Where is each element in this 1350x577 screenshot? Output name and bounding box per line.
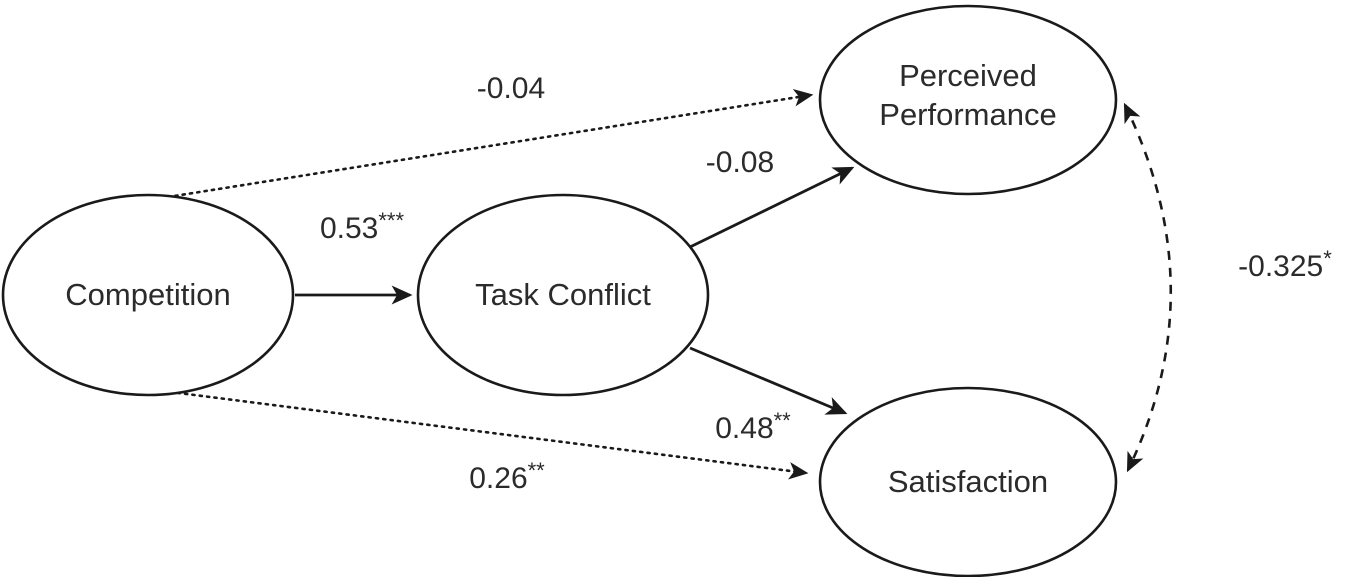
edge-stars-perceived-performance-satisfaction: * <box>1323 246 1332 271</box>
edge-perceived-performance-satisfaction-covariance: -0.325* <box>1123 102 1332 473</box>
edge-label-competition-perceived-performance: -0.04 <box>477 72 545 105</box>
edge-line-task-conflict-perceived-performance <box>689 166 855 249</box>
edge-task-conflict-to-perceived-performance: -0.08 <box>689 146 855 249</box>
node-satisfaction-label: Satisfaction <box>888 464 1048 499</box>
edge-label-competition-task-conflict: 0.53*** <box>320 208 405 245</box>
edge-label-competition-satisfaction: 0.26** <box>469 458 545 495</box>
edge-task-conflict-to-satisfaction: 0.48** <box>689 346 848 445</box>
edge-coefficient-task-conflict-satisfaction: 0.48 <box>715 412 773 445</box>
edge-line-competition-perceived-performance <box>166 89 814 199</box>
edge-stars-competition-task-conflict: *** <box>378 208 404 233</box>
node-satisfaction-shape[interactable] <box>818 386 1118 577</box>
node-competition-shape[interactable] <box>1 193 295 397</box>
edge-stars-competition-satisfaction: ** <box>528 458 546 483</box>
edge-competition-to-satisfaction: 0.26** <box>161 389 809 495</box>
node-perceived-performance-label-line1: Perceived <box>899 58 1037 93</box>
node-perceived-performance-shape[interactable] <box>818 4 1118 196</box>
edge-line-task-conflict-satisfaction <box>689 346 848 415</box>
edge-coefficient-perceived-performance-satisfaction: -0.325 <box>1238 250 1323 283</box>
node-task-conflict-shape[interactable] <box>416 193 710 397</box>
edge-coefficient-competition-perceived-performance: -0.04 <box>477 72 545 105</box>
edge-line-competition-satisfaction <box>161 389 809 480</box>
edge-coefficient-competition-task-conflict: 0.53 <box>320 212 378 245</box>
node-perceived-performance[interactable]: Perceived Performance <box>818 4 1118 196</box>
edge-label-task-conflict-perceived-performance: -0.08 <box>706 146 774 179</box>
edge-label-task-conflict-satisfaction: 0.48** <box>715 408 791 445</box>
node-competition[interactable]: Competition <box>1 193 295 397</box>
edge-stars-task-conflict-satisfaction: ** <box>774 408 792 433</box>
node-satisfaction[interactable]: Satisfaction <box>818 386 1118 577</box>
edge-line-perceived-performance-satisfaction <box>1123 102 1173 473</box>
edge-label-perceived-performance-satisfaction: -0.325* <box>1238 246 1332 283</box>
edge-competition-to-perceived-performance: -0.04 <box>166 72 814 199</box>
edge-competition-to-task-conflict: 0.53*** <box>295 208 413 305</box>
edge-coefficient-task-conflict-perceived-performance: -0.08 <box>706 146 774 179</box>
node-task-conflict-label: Task Conflict <box>475 277 651 312</box>
edge-coefficient-competition-satisfaction: 0.26 <box>469 462 527 495</box>
node-task-conflict[interactable]: Task Conflict <box>416 193 710 397</box>
node-competition-label: Competition <box>65 277 230 312</box>
node-perceived-performance-label-line2: Performance <box>879 97 1056 132</box>
